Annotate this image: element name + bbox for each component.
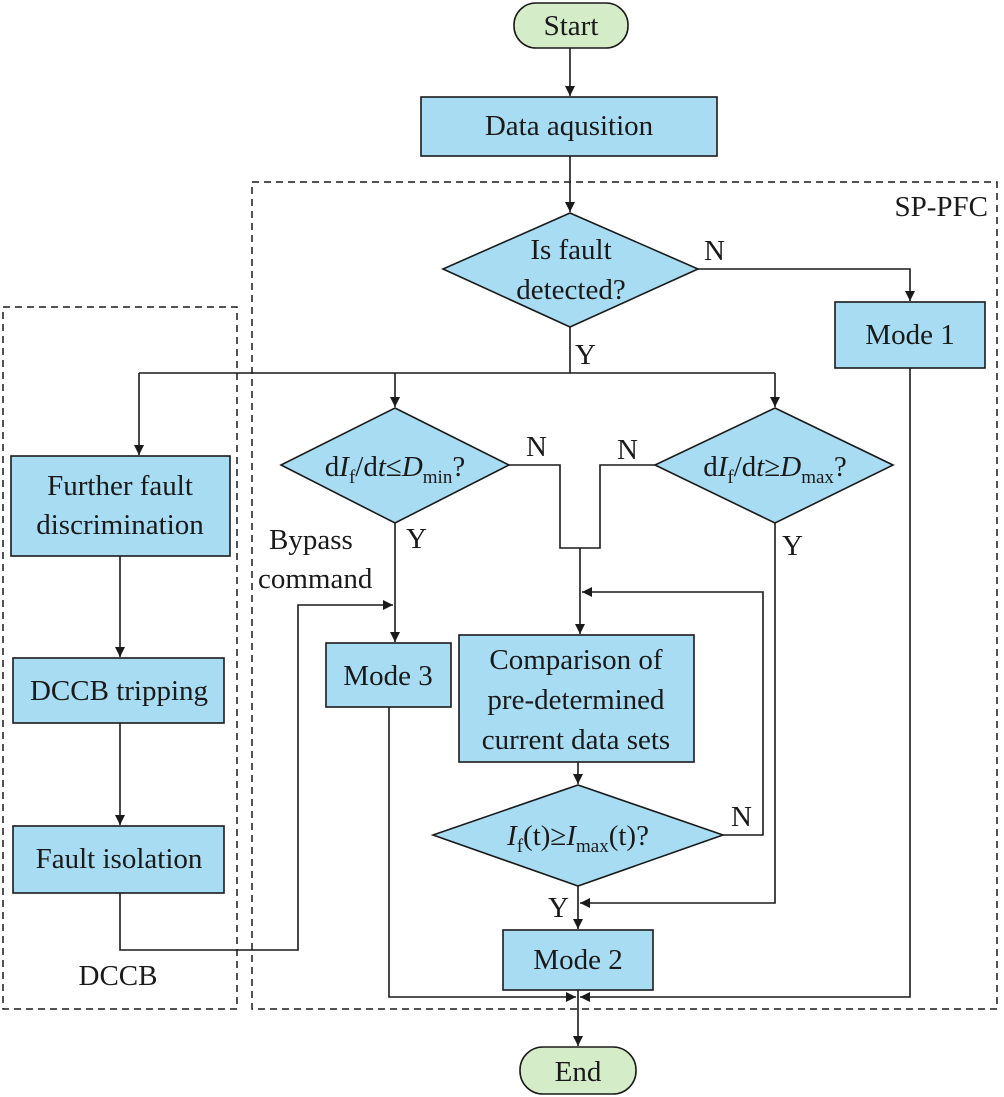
start-label: Start (544, 10, 599, 42)
label-y-max: Y (782, 530, 803, 562)
mode1-box: Mode 1 (834, 301, 986, 369)
edges (115, 48, 915, 1046)
label-n-max: N (617, 434, 638, 466)
further-discrimination-line1: Further fault (47, 470, 193, 502)
dccb-tripping-label: DCCB tripping (30, 675, 208, 707)
further-discrimination-line2: discrimination (36, 509, 204, 541)
edge-bypass-command (119, 600, 393, 951)
comparison-line1: Comparison of (489, 644, 663, 676)
edge-mode1-to-end (580, 368, 911, 1002)
edge-min-n (509, 464, 580, 549)
didt-min-decision: dIf/dt≤Dmin? (279, 407, 511, 524)
edge-max-n (580, 464, 655, 549)
comparison-box: Comparison of pre-determined current dat… (458, 634, 695, 763)
comparison-line3: current data sets (482, 724, 670, 756)
mode3-label: Mode 3 (343, 660, 432, 692)
end-label: End (555, 1056, 602, 1088)
comparison-line2: pre-determined (487, 684, 665, 716)
sp-pfc-region (251, 181, 998, 1010)
dccb-tripping-box: DCCB tripping (12, 657, 225, 724)
fault-detected-line1: Is fault (530, 234, 611, 266)
current-check-decision: If(t)≥Imax(t)? (430, 784, 726, 887)
fault-detected-line2: detected? (516, 274, 625, 306)
mode2-label: Mode 2 (533, 944, 622, 976)
label-bypass-line1: Bypass (269, 524, 353, 556)
dccb-region-label: DCCB (79, 960, 158, 992)
label-n-fault: N (704, 235, 725, 267)
didt-max-decision: dIf/dt≥Dmax? (653, 407, 895, 524)
data-acquisition-label: Data aqusition (485, 110, 654, 142)
fault-detected-decision: Is fault detected? (441, 212, 700, 328)
end-node: End (519, 1046, 637, 1095)
current-check-label: If(t)≥Imax(t)? (506, 820, 649, 857)
mode3-box: Mode 3 (325, 642, 452, 708)
label-n-min: N (526, 431, 547, 463)
fault-isolation-box: Fault isolation (12, 825, 225, 894)
edge-check-n-loop (582, 587, 764, 836)
label-bypass-line2: command (258, 563, 373, 595)
didt-max-label: dIf/dt≥Dmax? (703, 451, 847, 488)
fault-isolation-label: Fault isolation (36, 843, 203, 875)
edge-max-y-to-mode2 (580, 523, 776, 908)
label-y-fault: Y (575, 339, 596, 371)
label-y-min: Y (406, 523, 427, 555)
label-n-compare: N (731, 801, 752, 833)
sp-pfc-region-label: SP-PFC (894, 191, 988, 223)
mode1-label: Mode 1 (865, 319, 954, 351)
label-y-compare: Y (548, 892, 569, 924)
data-acquisition-box: Data aqusition (420, 96, 718, 157)
start-node: Start (513, 2, 629, 49)
edge-decision-n-to-mode1 (698, 268, 915, 301)
further-discrimination-box: Further fault discrimination (10, 455, 231, 557)
didt-min-label: dIf/dt≤Dmin? (325, 451, 465, 488)
edge-mode3-to-end (388, 707, 576, 1002)
mode2-box: Mode 2 (502, 929, 654, 991)
